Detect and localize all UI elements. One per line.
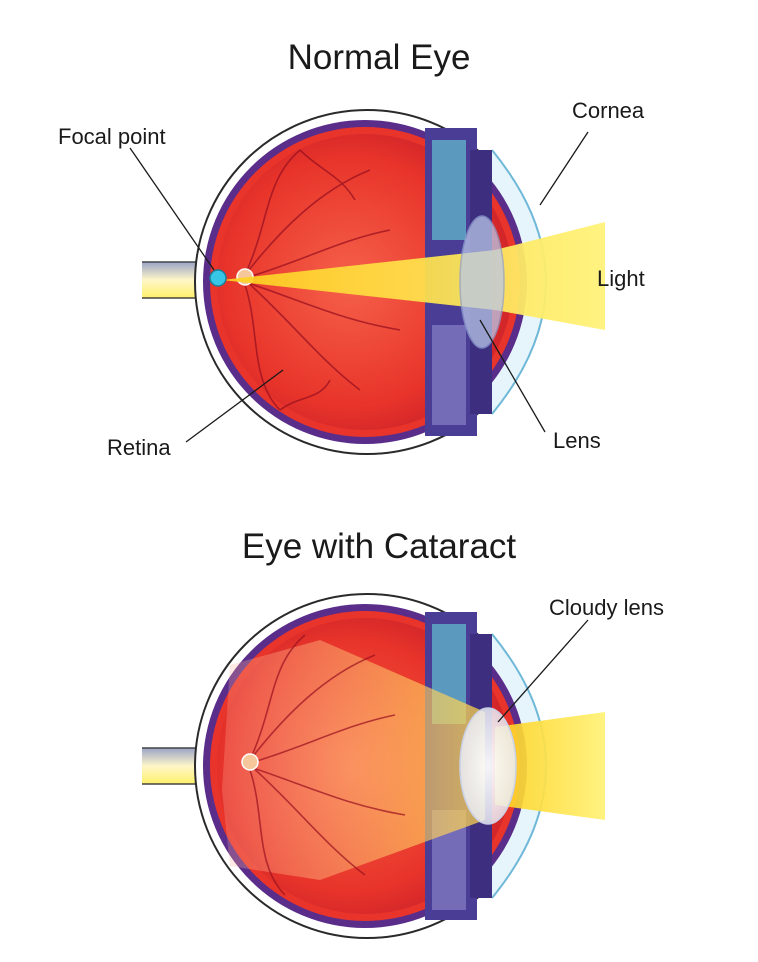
retina-leader bbox=[185, 369, 284, 443]
cataract-eye-illustration bbox=[142, 593, 605, 939]
lens-leader bbox=[479, 319, 546, 433]
retinal-vessels-cataract bbox=[249, 634, 406, 896]
light-beam-cataract bbox=[495, 712, 605, 820]
retinal-vessels bbox=[244, 149, 401, 411]
cataract-eye-title: Eye with Cataract bbox=[241, 527, 517, 566]
cloudy-lens-label: Cloudy lens bbox=[549, 595, 664, 620]
lens bbox=[459, 215, 505, 349]
cloudy-lens bbox=[459, 707, 517, 825]
retina-label: Retina bbox=[107, 435, 171, 460]
focal-point-marker bbox=[209, 269, 227, 287]
focal-point-leader bbox=[129, 147, 215, 271]
cornea-label: Cornea bbox=[572, 98, 645, 123]
light-beam bbox=[222, 222, 605, 330]
cloudy-lens-leader bbox=[497, 619, 589, 723]
optic-disc-cataract bbox=[241, 753, 259, 771]
normal-eye-title: Normal Eye bbox=[287, 38, 471, 77]
focal-point-label: Focal point bbox=[58, 124, 166, 149]
cornea-leader bbox=[539, 131, 589, 206]
scattered-light bbox=[222, 640, 485, 880]
normal-eye-illustration bbox=[129, 109, 605, 455]
light-label: Light bbox=[597, 266, 645, 291]
lens-label: Lens bbox=[553, 428, 601, 453]
